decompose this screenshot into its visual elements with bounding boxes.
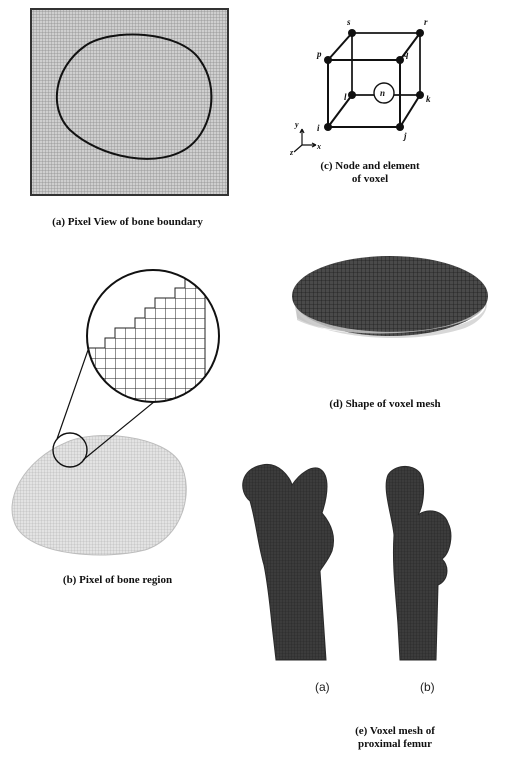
femur-label-a: (a) bbox=[315, 680, 330, 694]
axis-x-label: x bbox=[316, 142, 321, 151]
node-i-label: i bbox=[317, 123, 320, 133]
node-k-label: k bbox=[426, 94, 431, 104]
axis-y-label: y bbox=[294, 120, 299, 129]
pixel-region-figure bbox=[5, 238, 240, 558]
node-j-label: j bbox=[402, 131, 407, 141]
caption-e-line2: proximal femur bbox=[325, 738, 465, 751]
node-n-label: n bbox=[380, 88, 385, 98]
caption-e-line1: (e) Voxel mesh of bbox=[325, 725, 465, 738]
bone-region bbox=[12, 436, 186, 555]
node-s-label: s bbox=[346, 17, 351, 27]
node-p-label: p bbox=[316, 49, 322, 59]
node-l-label: l bbox=[344, 92, 347, 102]
voxel-node-diagram: n s r p q l k i j y x z bbox=[290, 5, 450, 155]
voxel-mesh-shape bbox=[285, 248, 490, 348]
axes-icon bbox=[294, 129, 316, 152]
femur-right-view bbox=[368, 455, 478, 665]
caption-b: (b) Pixel of bone region bbox=[30, 574, 205, 587]
femur-label-b: (b) bbox=[420, 680, 435, 694]
pixel-boundary-figure bbox=[30, 8, 230, 198]
caption-d: (d) Shape of voxel mesh bbox=[300, 398, 470, 411]
node-r-label: r bbox=[424, 17, 428, 27]
axis-z-label: z bbox=[290, 148, 294, 155]
node-q-label: q bbox=[404, 49, 409, 59]
femur-left-view bbox=[228, 455, 358, 665]
caption-c-line2: of voxel bbox=[300, 173, 440, 186]
caption-a: (a) Pixel View of bone boundary bbox=[20, 216, 235, 229]
caption-c-line1: (c) Node and element bbox=[300, 160, 440, 173]
